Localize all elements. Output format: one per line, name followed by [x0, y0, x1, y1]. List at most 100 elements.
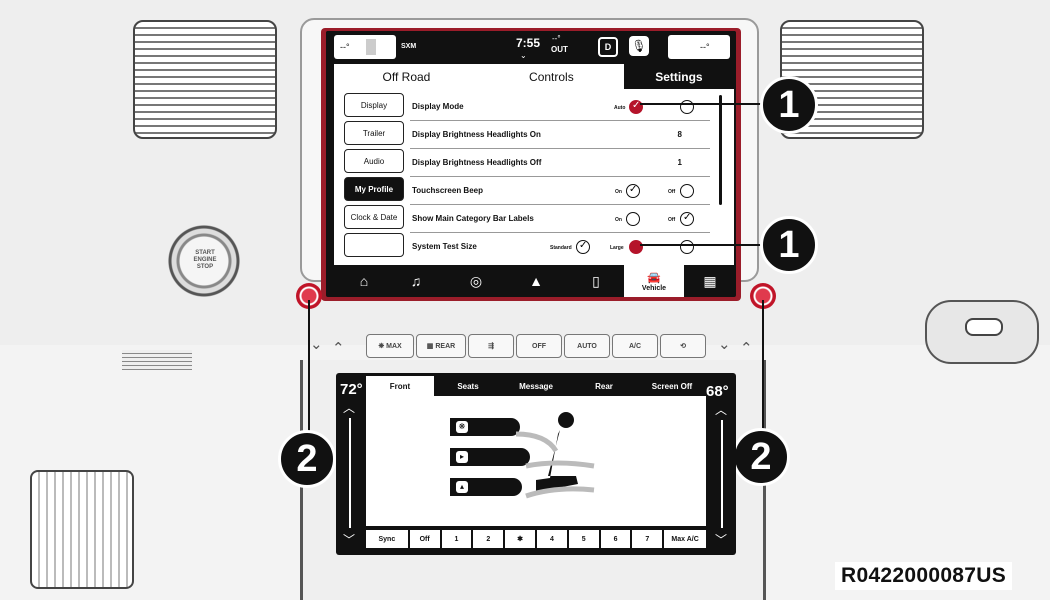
nav-vehicle[interactable]: 🚘 Vehicle — [624, 265, 684, 297]
fan-speed-2[interactable]: 2 — [473, 530, 504, 548]
play-arrow-icon: ▸ — [456, 451, 468, 463]
chevron-up-icon[interactable]: ⌃ — [332, 340, 345, 357]
chevron-down-icon[interactable]: ⌄ — [310, 336, 323, 353]
option-label: Off — [668, 217, 676, 223]
row-touchscreen-beep: Touchscreen Beep On ✓ Off — [410, 177, 710, 205]
chevron-down-icon[interactable]: ⌄ — [520, 51, 527, 60]
category-trailer[interactable]: Trailer — [344, 121, 404, 145]
touch-beep-on-radio[interactable]: ✓ — [626, 184, 640, 198]
climate-tab-screen-off[interactable]: Screen Off — [651, 381, 693, 391]
outside-label: OUT — [551, 45, 568, 54]
outside-temp: --° — [552, 34, 561, 43]
tab-controls[interactable]: Controls — [529, 69, 574, 84]
callout-leader-line — [640, 103, 762, 105]
fan-speed-7[interactable]: 7 — [632, 530, 663, 548]
fan-speed-6[interactable]: 6 — [600, 530, 631, 548]
category-audio[interactable]: Audio — [344, 149, 404, 173]
chevron-down-icon[interactable]: ⌄ — [718, 336, 731, 353]
callout-leader-line — [308, 300, 310, 435]
checkmark-icon: ✓ — [632, 100, 641, 111]
rear-defrost-icon: ▦ — [426, 343, 436, 350]
text-size-large-radio[interactable] — [629, 240, 643, 254]
fan-off-button[interactable]: Off — [409, 530, 440, 548]
setting-label: Show Main Category Bar Labels — [412, 214, 534, 223]
left-temp-slider[interactable] — [349, 418, 351, 528]
left-status-pill[interactable]: --° — [334, 35, 396, 59]
airflow-button[interactable]: ⇶ — [468, 334, 514, 358]
display-mode-auto-radio[interactable]: ✓ — [629, 100, 643, 114]
left-temp-down-icon[interactable]: ﹀ — [343, 533, 356, 547]
airflow-face-mode[interactable]: ▸ — [450, 448, 530, 466]
fan-sync-button[interactable]: Sync — [366, 530, 408, 548]
category-clock-date[interactable]: Clock & Date — [344, 205, 404, 229]
figure-code: R0422000087US — [835, 562, 1013, 590]
callout-1-top: 1 — [760, 76, 818, 134]
touch-beep-off-radio[interactable] — [680, 184, 694, 198]
option-label: On — [615, 189, 622, 195]
left-temp-up-icon[interactable]: ︿ — [343, 401, 356, 415]
glovebox-latch — [965, 318, 1003, 336]
row-brightness-headlights-off[interactable]: Display Brightness Headlights Off 1 — [410, 149, 710, 177]
category-labels-off-radio[interactable]: ✓ — [680, 212, 694, 226]
left-air-vent — [133, 20, 277, 139]
brake-pedal — [30, 470, 134, 589]
category-labels-on-radio[interactable] — [626, 212, 640, 226]
airflow-floor-mode[interactable]: ▴ — [450, 478, 522, 496]
driver-profile-badge[interactable]: D — [598, 37, 618, 57]
climate-tab-rear[interactable]: Rear — [595, 381, 613, 391]
right-temp-slider[interactable] — [721, 420, 723, 528]
scrollbar[interactable] — [719, 95, 722, 205]
status-bar: --° SXM 7:55 ⌄ --° OUT D 🎙 --° — [326, 31, 736, 64]
tab-settings[interactable]: Settings — [623, 64, 734, 89]
left-temperature: 72° — [340, 381, 363, 398]
chevron-up-icon[interactable]: ⌃ — [740, 340, 753, 357]
fan-speed-4[interactable]: 4 — [536, 530, 567, 548]
airflow-defrost-mode[interactable]: ❋ — [450, 418, 520, 436]
navigation-icon[interactable]: ▲ — [529, 273, 543, 289]
right-temp-down-icon[interactable]: ﹀ — [715, 533, 728, 547]
defrost-icon: ❋ — [378, 343, 387, 350]
category-empty[interactable] — [344, 233, 404, 257]
tab-off-road[interactable]: Off Road — [382, 69, 431, 84]
callout-1-bottom: 1 — [760, 216, 818, 274]
radio-source: SXM — [401, 43, 417, 50]
apps-icon[interactable]: ▦ — [703, 272, 717, 289]
settings-content: Display Trailer Audio My Profile Clock &… — [334, 89, 734, 265]
setting-label: System Test Size — [412, 242, 477, 251]
right-status-pill[interactable]: --° — [668, 35, 730, 59]
music-icon[interactable]: ♫ — [410, 273, 422, 289]
start-engine-stop-button[interactable] — [165, 222, 243, 300]
fan-speed-5[interactable]: 5 — [568, 530, 599, 548]
climate-touchscreen: 72° ︿ ﹀ 68° ︿ ﹀ Front Seats Message Rear… — [336, 373, 736, 555]
auto-button[interactable]: AUTO — [564, 334, 610, 358]
home-icon[interactable]: ⌂ — [359, 273, 369, 289]
fan-off-button[interactable]: OFF — [516, 334, 562, 358]
airflow-mode-panel: ❋ ▸ ▴ — [366, 396, 706, 526]
text-size-standard-radio[interactable]: ✓ — [576, 240, 590, 254]
rear-defrost-button[interactable]: ▦ REAR — [416, 334, 466, 358]
compass-icon[interactable]: ◎ — [469, 272, 483, 289]
phone-icon[interactable]: ▯ — [592, 272, 600, 289]
dash-grille — [122, 350, 192, 370]
ac-button[interactable]: A/C — [612, 334, 658, 358]
floor-airflow-icon: ▴ — [456, 481, 468, 493]
fan-speed-1[interactable]: 1 — [441, 530, 472, 548]
recirculation-button[interactable]: ⟲ — [660, 334, 706, 358]
defrost-icon: ❋ — [456, 421, 468, 433]
row-brightness-headlights-on[interactable]: Display Brightness Headlights On 8 — [410, 121, 710, 149]
climate-tab-seats[interactable]: Seats — [457, 381, 479, 391]
setting-label: Display Brightness Headlights On — [412, 130, 541, 139]
max-defrost-button[interactable]: ❋ MAX — [366, 334, 414, 358]
callout-leader-line — [762, 300, 764, 430]
voice-microphone-icon[interactable]: 🎙 — [629, 36, 649, 56]
climate-tab-front[interactable]: Front — [366, 376, 434, 396]
category-display[interactable]: Display — [344, 93, 404, 117]
category-my-profile[interactable]: My Profile — [344, 177, 404, 201]
bottom-navigation-bar: ⌂ ♫ ◎ ▲ ▯ 🚘 Vehicle ▦ — [334, 265, 734, 297]
max-ac-button[interactable]: Max A/C — [664, 530, 706, 548]
option-label: Large — [610, 245, 624, 251]
callout-2-right: 2 — [732, 428, 790, 486]
climate-tab-message[interactable]: Message — [519, 381, 553, 391]
text-size-other-radio[interactable] — [680, 240, 694, 254]
right-temp-up-icon[interactable]: ︿ — [715, 403, 728, 417]
